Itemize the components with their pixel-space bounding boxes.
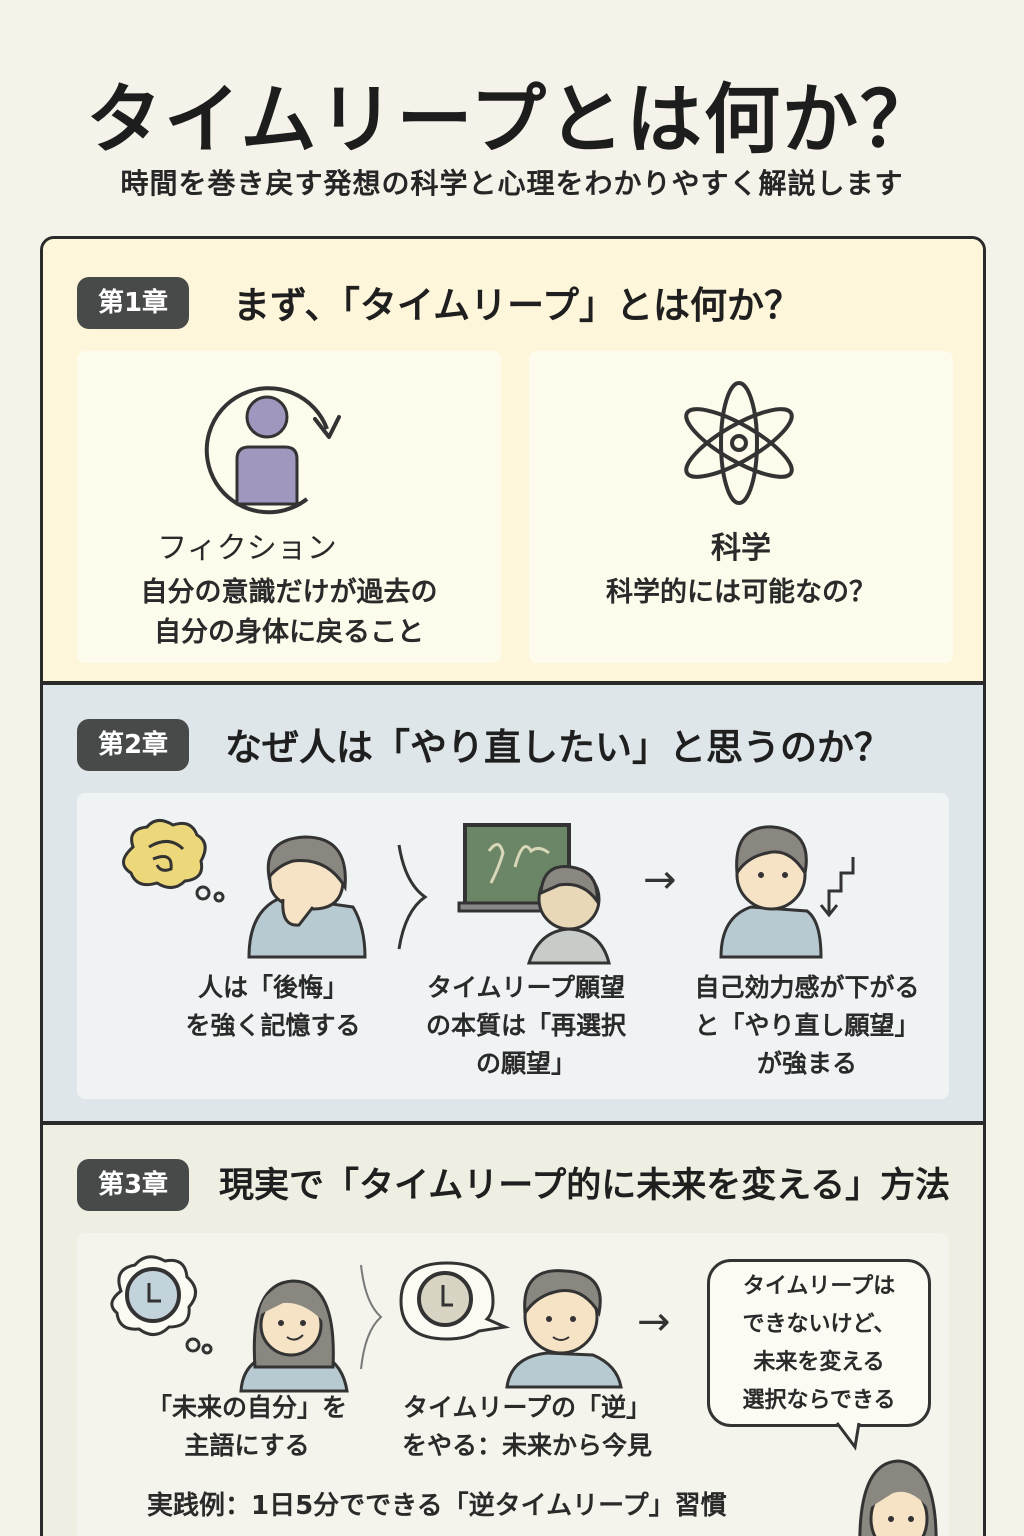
speech-line-4: 選択ならできる xyxy=(742,1388,896,1413)
fiction-line-1: 自分の意識だけが過去の xyxy=(140,577,438,608)
speech-bubble: タイムリープは できないけど、 未来を変える 選択ならできる xyxy=(707,1259,931,1427)
person-chalkboard-icon xyxy=(457,823,611,965)
step-reselect-line-3: の願望」 xyxy=(475,1049,576,1078)
practice-example: 実践例：1日5分でできる「逆タイムリープ」習慣 xyxy=(147,1491,727,1521)
science-heading: 科学 xyxy=(711,531,771,566)
woman-speaker-icon xyxy=(858,1459,938,1536)
person-down-arrow-icon xyxy=(719,825,855,959)
chapter-3-section: 第3章 現実で「タイムリープ的に未来を変える」方法 xyxy=(43,1125,983,1536)
regretful-person-icon xyxy=(122,819,367,959)
speech-bubble-tail xyxy=(835,1422,861,1451)
step-efficacy-line-3: が強まる xyxy=(756,1049,857,1078)
chapter-1-section: 第1章 まず、「タイムリープ」とは何か？ フィクション 自分の意識だけが過去の … xyxy=(43,239,983,685)
person-cycle-icon xyxy=(204,386,341,515)
step-future-self-line-1: 「未来の自分」を xyxy=(146,1393,347,1422)
step-efficacy-line-1: 自己効力感が下がる xyxy=(694,973,920,1002)
page-subtitle: 時間を巻き戻す発想の科学と心理をわかりやすく解説します xyxy=(120,167,904,200)
step-efficacy-text: 自己効力感が下がる と「やり直し願望」 が強まる xyxy=(667,969,947,1083)
chapter-2-title: なぜ人は「やり直したい」と思うのか？ xyxy=(225,726,891,769)
speech-line-1: タイムリープは xyxy=(742,1274,896,1299)
step-regret-text: 人は「後悔」 を強く記憶する xyxy=(163,969,383,1045)
chapter-2-panel: → 人は「後悔」 を強く記憶する タイムリープ願望 の本質は「再選択 の願望」 … xyxy=(77,793,949,1099)
speech-line-2: できないけど、 xyxy=(742,1312,896,1337)
step-future-self-line-2: 主語にする xyxy=(184,1431,310,1460)
chevron-connector-icon xyxy=(360,1264,383,1370)
chapter-3-badge: 第3章 xyxy=(77,1159,189,1211)
chapter-3-panel: → タイムリープは できないけど、 未来を変える 選択ならできる 「未来の自分」 xyxy=(77,1233,949,1536)
step-regret-line-2: を強く記憶する xyxy=(185,1011,361,1040)
chapter-1-badge: 第1章 xyxy=(77,277,189,329)
step-reselect-line-2: の本質は「再選択 xyxy=(425,1011,626,1040)
chapter-2-section: 第2章 なぜ人は「やり直したい」と思うのか？ xyxy=(43,685,983,1125)
step-reselect-line-1: タイムリープ願望 xyxy=(426,973,625,1002)
chapter-3-title: 現実で「タイムリープ的に未来を変える」方法 xyxy=(219,1166,951,1206)
chapter-1-title: まず、「タイムリープ」とは何か？ xyxy=(233,284,801,327)
chapter-2-badge: 第2章 xyxy=(77,719,189,771)
step-efficacy-line-2: と「やり直し願望」 xyxy=(694,1011,920,1040)
step-reverse-text: タイムリープの「逆」 をやる：未来から今見 xyxy=(367,1389,687,1465)
science-card: 科学 科学的には可能なの？ xyxy=(529,351,953,663)
science-description: 科学的には可能なの？ xyxy=(606,577,876,608)
arrow-right-icon: → xyxy=(643,857,677,903)
page-title: タイムリープとは何か？ xyxy=(86,75,938,164)
person-clock-thought-icon xyxy=(110,1255,349,1393)
speech-line-3: 未来を変える xyxy=(753,1350,885,1375)
person-clock-speech-icon xyxy=(399,1261,623,1389)
step-future-self-text: 「未来の自分」を 主語にする xyxy=(117,1389,377,1465)
step-reverse-line-1: タイムリープの「逆」 xyxy=(402,1393,651,1422)
content-frame: 第1章 まず、「タイムリープ」とは何か？ フィクション 自分の意識だけが過去の … xyxy=(40,236,986,1536)
chevron-connector-icon xyxy=(397,844,428,950)
fiction-description: 自分の意識だけが過去の 自分の身体に戻ること xyxy=(77,573,501,653)
atom-icon xyxy=(684,381,794,505)
step-reverse-line-2: をやる：未来から今見 xyxy=(401,1431,652,1460)
step-reselect-text: タイムリープ願望 の本質は「再選択 の願望」 xyxy=(401,969,651,1083)
step-regret-line-1: 人は「後悔」 xyxy=(197,973,348,1002)
arrow-right-icon: → xyxy=(637,1299,671,1345)
fiction-heading: フィクション xyxy=(157,531,337,566)
fiction-card: フィクション 自分の意識だけが過去の 自分の身体に戻ること xyxy=(77,351,501,663)
fiction-line-2: 自分の身体に戻ること xyxy=(154,617,424,648)
